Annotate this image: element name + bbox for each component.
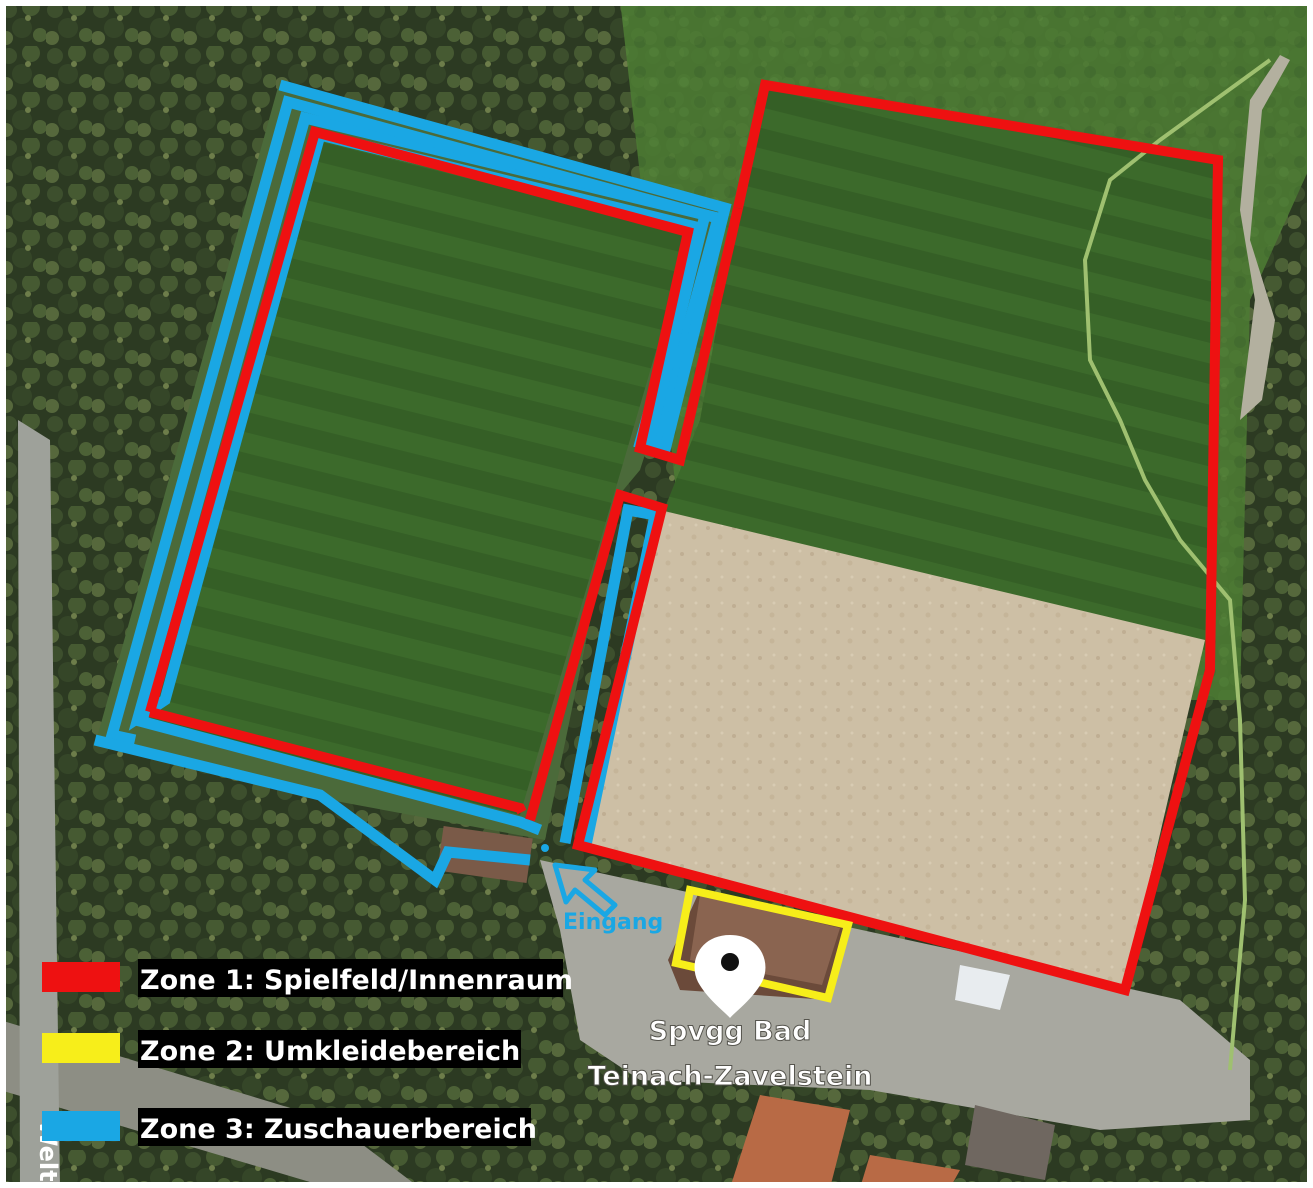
location-pin-icon — [694, 935, 766, 1018]
gravel-pitch — [580, 510, 1205, 985]
tennis-court — [860, 1155, 960, 1188]
walking-path — [1082, 58, 1272, 1071]
zone2-outline — [671, 885, 853, 1003]
right-grass-pitch — [660, 85, 1215, 650]
zone3-outline-outer — [105, 79, 732, 746]
legend-label-bg — [138, 1030, 521, 1068]
footpath — [1240, 55, 1290, 420]
legend-label-bg — [138, 1108, 531, 1146]
legend-label-bg — [138, 959, 563, 997]
place-name-line2: Teinach-Zavelstein — [587, 1061, 872, 1092]
legend-item-zone3: Zone 3: Zuschauerbereich — [42, 1108, 537, 1146]
legend-label-zone2: Zone 2: Umkleidebereich — [140, 1036, 520, 1067]
house — [965, 1105, 1055, 1180]
left-grass-pitch — [150, 135, 690, 815]
legend-swatch-zone2 — [42, 1033, 120, 1063]
zone1-outline-right-pitches — [525, 79, 1224, 997]
side-road — [18, 420, 60, 1188]
legend-swatch-zone3 — [42, 1111, 120, 1141]
legend: Zone 1: Spielfeld/Innenraum Zone 2: Umkl… — [42, 959, 573, 1146]
entrance-arrow-icon — [541, 844, 618, 918]
zone1-outline-left-base — [148, 707, 527, 815]
legend-item-zone1: Zone 1: Spielfeld/Innenraum — [42, 959, 573, 997]
place-name-line1: Spvgg Bad — [649, 1016, 812, 1047]
zone3-outline-base — [134, 714, 543, 836]
entrance-label: Eingang — [563, 910, 663, 935]
zone1-outline-left-pitch — [145, 125, 743, 714]
legend-label-zone1: Zone 1: Spielfeld/Innenraum — [140, 965, 573, 996]
tent — [955, 965, 1010, 1010]
legend-swatch-zone1 — [42, 962, 120, 992]
zone3-outline-bottom — [93, 734, 531, 889]
legend-label-zone3: Zone 3: Zuschauerbereich — [140, 1114, 537, 1145]
legend-item-zone2: Zone 2: Umkleidebereich — [42, 1030, 521, 1068]
tennis-court — [730, 1095, 850, 1188]
